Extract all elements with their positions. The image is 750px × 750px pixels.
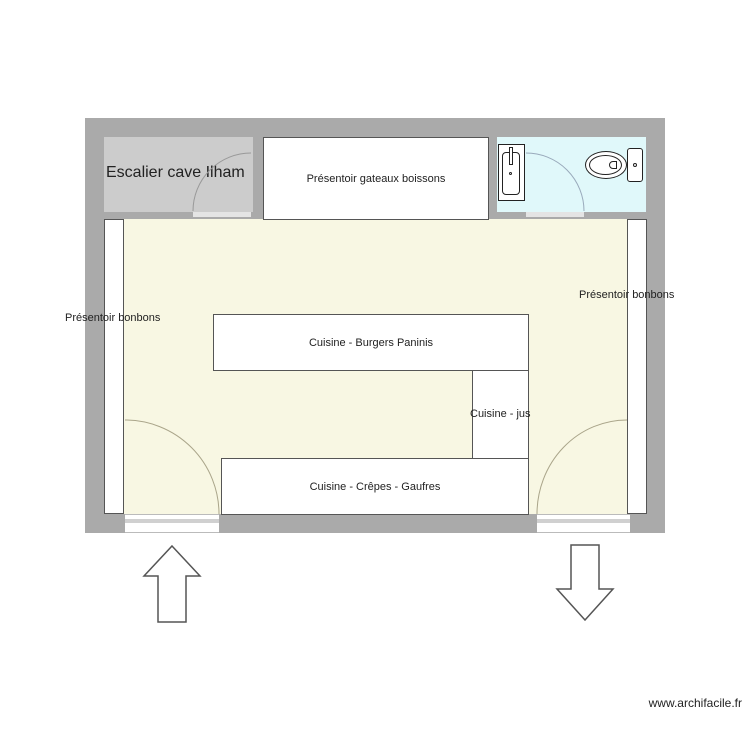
presentoir-gateaux-label: Présentoir gateaux boissons xyxy=(306,172,446,185)
toilet-icon xyxy=(585,148,647,185)
presentoir-bonbons-left[interactable] xyxy=(104,219,124,514)
exit-door-sill xyxy=(537,514,630,533)
cuisine-crepes-gaufres[interactable]: Cuisine - Crêpes - Gaufres xyxy=(221,458,529,515)
arrow-down-icon xyxy=(555,544,615,622)
stair-label: Escalier cave Ilham xyxy=(106,164,245,181)
sink-icon xyxy=(498,144,525,201)
cuisine-jus[interactable] xyxy=(472,370,529,459)
cuisine-jus-label: Cuisine - jus xyxy=(470,408,531,420)
wc-door-sill xyxy=(526,212,584,217)
presentoir-bonbons-left-label: Présentoir bonbons xyxy=(65,312,161,324)
watermark: www.archifacile.fr xyxy=(648,696,742,710)
presentoir-bonbons-right[interactable] xyxy=(627,219,647,514)
presentoir-bonbons-right-label: Présentoir bonbons xyxy=(579,289,675,301)
room-stair xyxy=(104,137,253,212)
presentoir-gateaux-boissons[interactable]: Présentoir gateaux boissons xyxy=(263,137,489,220)
cuisine-burgers-paninis[interactable]: Cuisine - Burgers Paninis xyxy=(213,314,529,371)
stair-door-sill xyxy=(193,212,251,217)
cuisine-crepes-label: Cuisine - Crêpes - Gaufres xyxy=(309,480,441,493)
arrow-up-icon xyxy=(142,544,202,623)
entrance-door-sill xyxy=(125,514,219,533)
cuisine-burgers-label: Cuisine - Burgers Paninis xyxy=(308,336,434,349)
